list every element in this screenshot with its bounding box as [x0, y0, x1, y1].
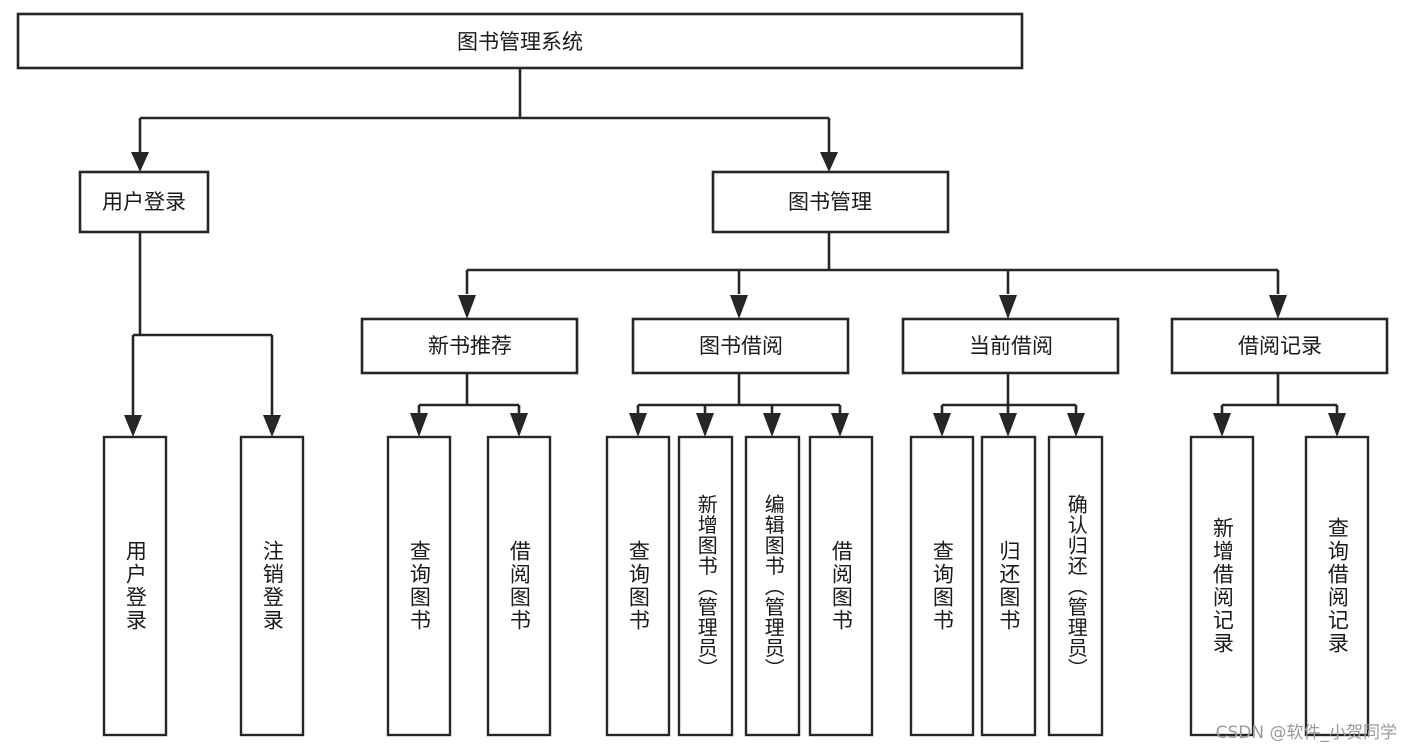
- arrow-leaf-cb-confirm: [1067, 413, 1085, 437]
- leaf-bb-add-book[interactable]: [677, 435, 734, 737]
- arrow-leaf-br-add: [1213, 413, 1231, 437]
- arrow-to-book-manage: [820, 152, 838, 172]
- node-current-borrow-label: 当前借阅: [969, 334, 1053, 358]
- node-root-label: 图书管理系统: [457, 30, 583, 54]
- nodes-layer: 图书管理系统 用户登录 图书管理 新书推荐 图书借阅 当前借阅 借阅记录: [16, 12, 1389, 737]
- arrow-leaf-logout: [263, 415, 281, 437]
- arrow-leaf-bb-query: [629, 413, 647, 437]
- node-new-book-recommend[interactable]: [360, 317, 579, 375]
- arrow-leaf-bb-borrow: [831, 413, 849, 437]
- node-current-borrow[interactable]: [901, 317, 1120, 375]
- leaf-bb-edit-book[interactable]: [744, 435, 801, 737]
- arrow-leaf-br-query: [1328, 413, 1346, 437]
- arrow-to-current-borrow: [999, 295, 1017, 319]
- arrow-leaf-nb-borrow: [510, 413, 528, 437]
- node-new-book-recommend-label: 新书推荐: [428, 334, 512, 358]
- csdn-watermark: CSDN @软件_小贺同学: [1215, 723, 1397, 743]
- node-root[interactable]: [16, 12, 1024, 70]
- connectors-layer: [124, 68, 1346, 437]
- arrow-leaf-cb-return: [999, 413, 1017, 437]
- leaf-logout[interactable]: [239, 435, 305, 737]
- arrow-leaf-bb-edit: [763, 413, 781, 437]
- arrow-to-book-borrow: [730, 295, 748, 319]
- leaf-bb-borrow-book[interactable]: [808, 435, 874, 737]
- arrow-leaf-bb-add: [696, 413, 714, 437]
- node-borrow-record[interactable]: [1170, 317, 1389, 375]
- node-book-manage[interactable]: [711, 170, 950, 234]
- arrow-leaf-nb-query: [410, 413, 428, 437]
- arrow-leaf-cb-query: [933, 413, 951, 437]
- node-user-login[interactable]: [78, 170, 210, 234]
- node-user-login-label: 用户登录: [102, 190, 186, 214]
- leaf-nb-query-book[interactable]: [386, 435, 452, 737]
- leaf-cb-query-book[interactable]: [909, 435, 975, 737]
- arrow-to-new-book: [458, 295, 476, 319]
- leaf-br-add-record[interactable]: [1189, 435, 1255, 737]
- node-book-manage-label: 图书管理: [788, 190, 872, 214]
- node-book-borrow-label: 图书借阅: [699, 334, 783, 358]
- leaf-cb-confirm-return[interactable]: [1047, 435, 1104, 737]
- leaf-cb-return-book[interactable]: [980, 435, 1037, 737]
- arrow-to-borrow-record: [1269, 295, 1287, 319]
- leaf-bb-query-book[interactable]: [605, 435, 671, 737]
- node-book-borrow[interactable]: [631, 317, 850, 375]
- leaf-user-login[interactable]: [102, 435, 168, 737]
- arrow-to-user-login: [131, 152, 149, 172]
- leaf-nb-borrow-book[interactable]: [486, 435, 552, 737]
- node-borrow-record-label: 借阅记录: [1238, 334, 1322, 358]
- leaf-br-query-record[interactable]: [1304, 435, 1370, 737]
- arrow-leaf-user-login: [124, 415, 142, 437]
